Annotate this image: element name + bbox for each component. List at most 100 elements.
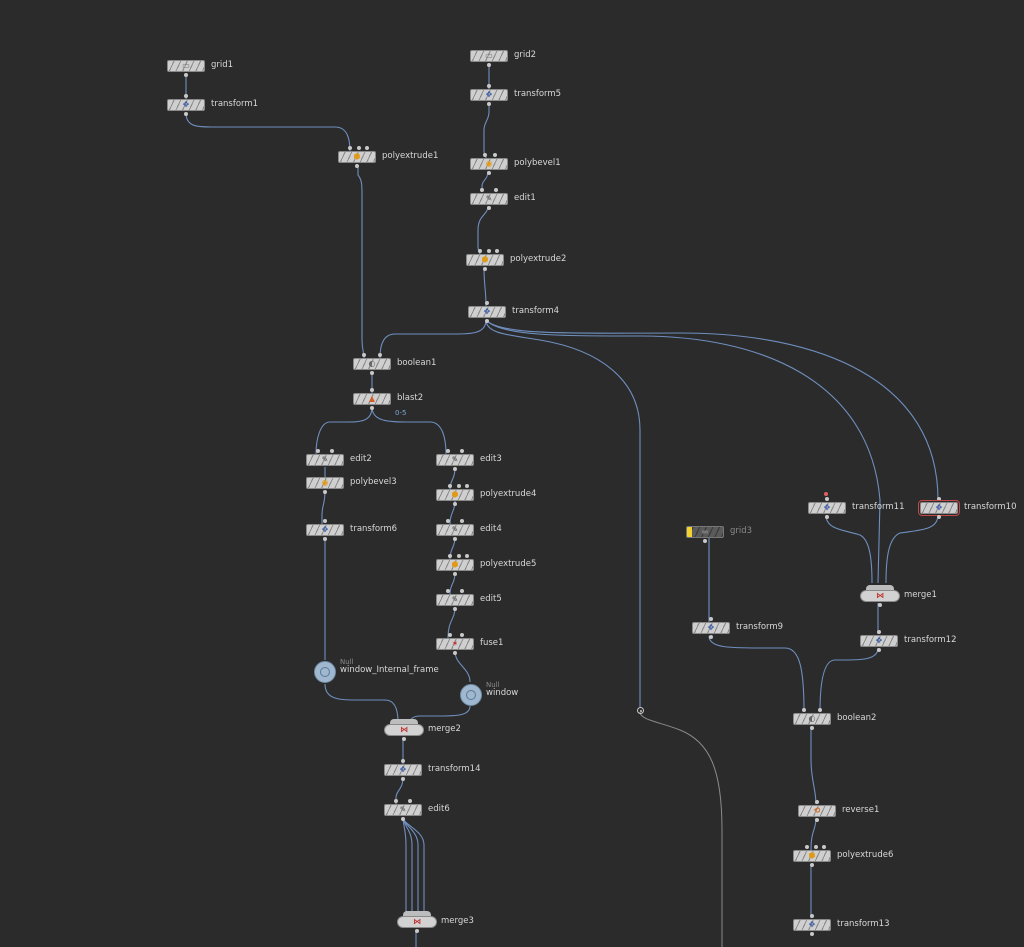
input-port[interactable] bbox=[818, 708, 822, 712]
node-body[interactable]: ✎ bbox=[436, 594, 474, 606]
output-port[interactable] bbox=[184, 112, 188, 116]
node-body[interactable]: ⬢ bbox=[436, 489, 474, 501]
node-body[interactable]: ◉ bbox=[470, 158, 508, 170]
output-port[interactable] bbox=[487, 206, 491, 210]
output-port[interactable] bbox=[937, 515, 941, 519]
output-port[interactable] bbox=[184, 73, 188, 77]
input-port[interactable] bbox=[348, 146, 352, 150]
node-body[interactable]: ▭ bbox=[470, 50, 508, 62]
input-port[interactable] bbox=[365, 146, 369, 150]
input-port[interactable] bbox=[478, 249, 482, 253]
input-port[interactable] bbox=[457, 554, 461, 558]
input-port[interactable] bbox=[448, 554, 452, 558]
output-port[interactable] bbox=[487, 63, 491, 67]
node-body[interactable]: ⟲ bbox=[798, 805, 836, 817]
input-port[interactable] bbox=[493, 153, 497, 157]
output-port[interactable] bbox=[485, 319, 489, 323]
node-body[interactable]: ⬢ bbox=[793, 850, 831, 862]
output-port[interactable] bbox=[825, 515, 829, 519]
node-body[interactable]: ✶ bbox=[436, 638, 474, 650]
node-body[interactable]: ✎ bbox=[436, 524, 474, 536]
node-body[interactable]: ◐ bbox=[353, 358, 391, 370]
node-body[interactable]: ⬢ bbox=[466, 254, 504, 266]
input-port[interactable] bbox=[814, 845, 818, 849]
output-port[interactable] bbox=[810, 932, 814, 936]
output-port[interactable] bbox=[709, 635, 713, 639]
input-port[interactable] bbox=[460, 589, 464, 593]
input-port[interactable] bbox=[805, 845, 809, 849]
input-port[interactable] bbox=[362, 353, 366, 357]
input-port[interactable] bbox=[401, 759, 405, 763]
input-port[interactable] bbox=[485, 301, 489, 305]
input-port[interactable] bbox=[815, 800, 819, 804]
merge-input-bar[interactable] bbox=[403, 911, 431, 916]
input-port[interactable] bbox=[465, 554, 469, 558]
node-body[interactable]: ✎ bbox=[306, 454, 344, 466]
input-port[interactable] bbox=[937, 497, 941, 501]
input-port[interactable] bbox=[408, 799, 412, 803]
node-body[interactable]: ▭ bbox=[167, 60, 205, 72]
node-body[interactable]: ✎ bbox=[384, 804, 422, 816]
null-icon[interactable] bbox=[460, 684, 482, 706]
input-port[interactable] bbox=[316, 449, 320, 453]
output-port[interactable] bbox=[401, 777, 405, 781]
merge-input-bar[interactable] bbox=[866, 585, 894, 590]
node-body[interactable]: ✥ bbox=[860, 635, 898, 647]
input-port[interactable] bbox=[323, 519, 327, 523]
output-port[interactable] bbox=[810, 726, 814, 730]
input-port[interactable] bbox=[448, 484, 452, 488]
input-port[interactable] bbox=[877, 630, 881, 634]
output-port[interactable] bbox=[878, 603, 882, 607]
input-port[interactable] bbox=[487, 84, 491, 88]
input-port[interactable] bbox=[378, 353, 382, 357]
node-body[interactable]: ✥ bbox=[918, 500, 960, 516]
output-port[interactable] bbox=[483, 267, 487, 271]
node-body[interactable]: ✥ bbox=[384, 764, 422, 776]
output-port[interactable] bbox=[453, 572, 457, 576]
output-port[interactable] bbox=[370, 406, 374, 410]
dot-node[interactable] bbox=[637, 707, 644, 714]
output-port[interactable] bbox=[877, 648, 881, 652]
node-body[interactable]: ◉ bbox=[306, 477, 344, 489]
output-port[interactable] bbox=[810, 863, 814, 867]
input-port[interactable] bbox=[802, 708, 806, 712]
output-port[interactable] bbox=[415, 929, 419, 933]
node-body[interactable]: ✥ bbox=[793, 919, 831, 931]
input-port[interactable] bbox=[446, 519, 450, 523]
input-port[interactable] bbox=[709, 617, 713, 621]
input-port[interactable] bbox=[487, 249, 491, 253]
input-port[interactable] bbox=[446, 589, 450, 593]
node-body[interactable]: ✥ bbox=[808, 502, 846, 514]
output-port[interactable] bbox=[815, 818, 819, 822]
output-port[interactable] bbox=[323, 537, 327, 541]
output-port[interactable] bbox=[323, 490, 327, 494]
input-port[interactable] bbox=[483, 153, 487, 157]
node-body[interactable]: ✥ bbox=[167, 99, 205, 111]
node-body[interactable]: ✎ bbox=[470, 193, 508, 205]
input-port[interactable] bbox=[465, 484, 469, 488]
node-body[interactable]: ✥ bbox=[692, 622, 730, 634]
input-port[interactable] bbox=[370, 388, 374, 392]
input-port[interactable] bbox=[822, 845, 826, 849]
null-icon[interactable] bbox=[314, 661, 336, 683]
output-port[interactable] bbox=[453, 607, 457, 611]
input-port[interactable] bbox=[495, 249, 499, 253]
node-body[interactable]: ⬢ bbox=[436, 559, 474, 571]
node-body[interactable]: ▲ bbox=[353, 393, 391, 405]
output-port[interactable] bbox=[453, 467, 457, 471]
output-port[interactable] bbox=[487, 171, 491, 175]
output-port[interactable] bbox=[453, 651, 457, 655]
node-body[interactable]: ▬ bbox=[686, 526, 724, 538]
input-port[interactable] bbox=[480, 188, 484, 192]
output-port[interactable] bbox=[355, 164, 359, 168]
input-port[interactable] bbox=[446, 449, 450, 453]
node-body[interactable]: ⬢ bbox=[338, 151, 376, 163]
input-port[interactable] bbox=[394, 799, 398, 803]
node-body[interactable]: ✎ bbox=[436, 454, 474, 466]
node-body[interactable]: ✥ bbox=[468, 306, 506, 318]
input-port[interactable] bbox=[184, 94, 188, 98]
input-port[interactable] bbox=[457, 484, 461, 488]
input-port[interactable] bbox=[825, 497, 829, 501]
merge-input-bar[interactable] bbox=[390, 719, 418, 724]
